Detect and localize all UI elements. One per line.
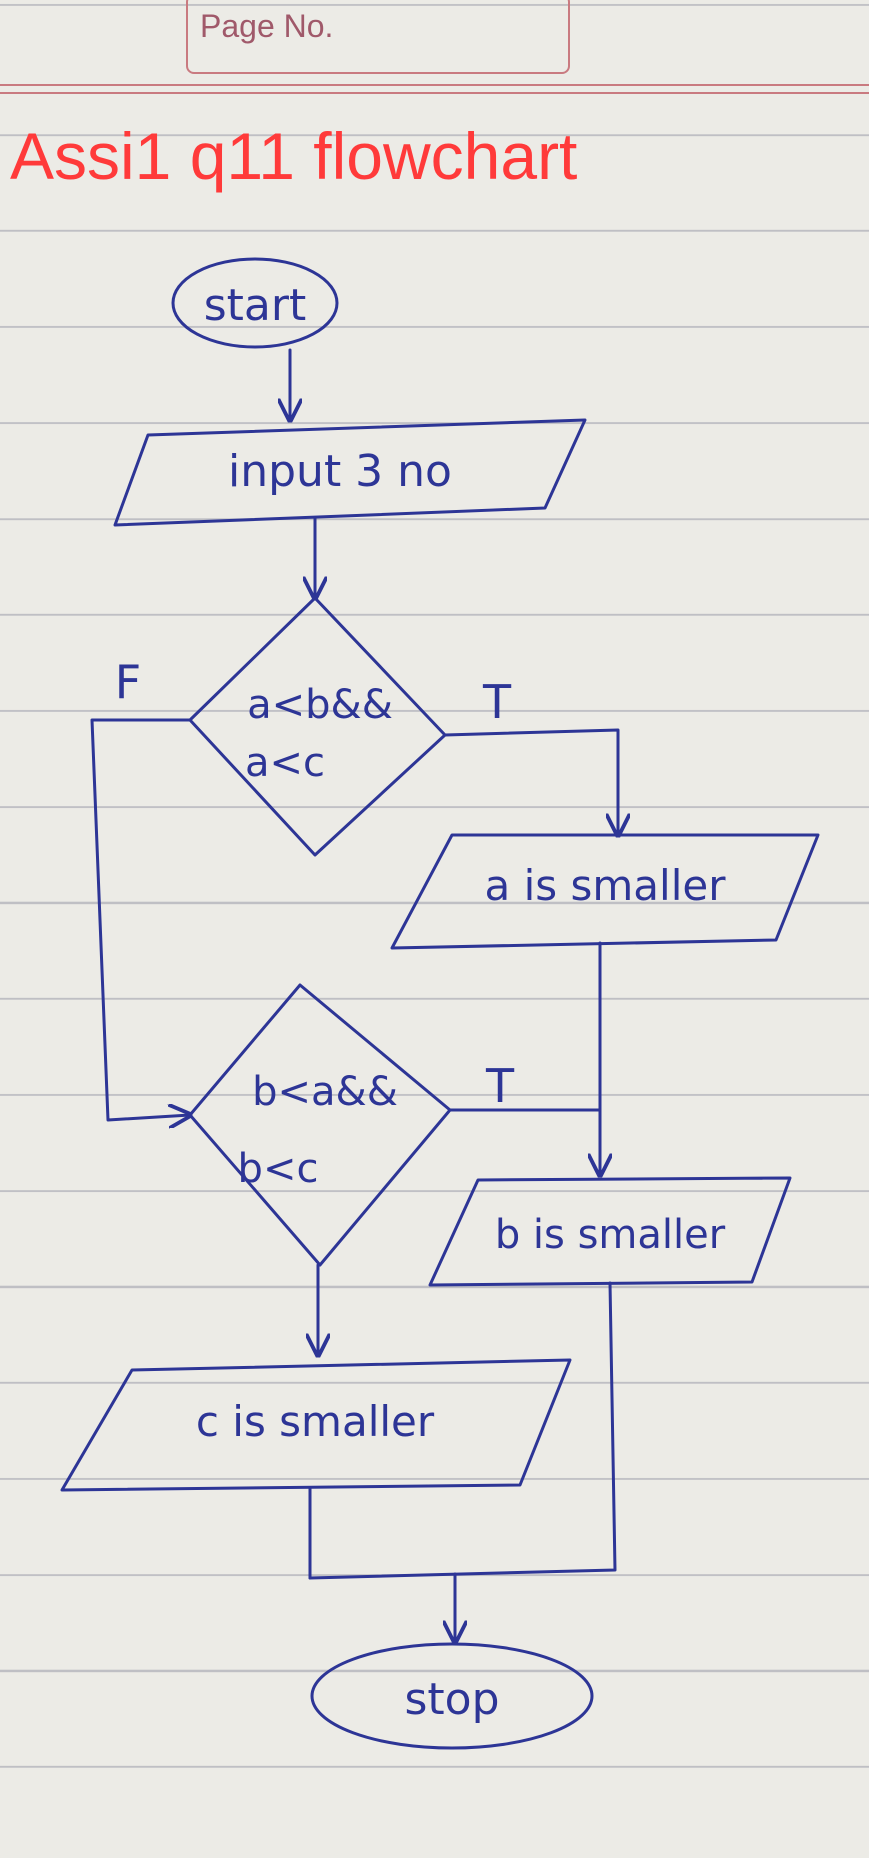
page-number-box <box>186 0 570 74</box>
input-label: input 3 no <box>228 446 452 497</box>
stop-terminal <box>310 1642 594 1750</box>
flowchart-title: Assi1 q11 flowchart <box>10 119 578 193</box>
decision1-line1: a<b&& <box>247 682 393 728</box>
decision2-true-label: T <box>485 1059 515 1113</box>
output-a-label: a is smaller <box>485 861 727 910</box>
stop-label: stop <box>404 1674 499 1725</box>
arrow-decision1-true <box>443 728 618 835</box>
decision2-line1: b<a&& <box>252 1069 398 1115</box>
output-b-label: b is smaller <box>495 1212 726 1258</box>
input-parallelogram <box>113 418 587 527</box>
page-header-rule <box>0 84 869 94</box>
page-number-label: Page No. <box>200 8 334 44</box>
output-b-parallelogram <box>428 1176 792 1287</box>
output-a-parallelogram <box>390 833 820 950</box>
decision2-diamond <box>188 983 452 1267</box>
arrow-decision1-false <box>90 718 190 1120</box>
decision1-line2: a<c <box>245 740 325 786</box>
decision1-true-label: T <box>482 675 512 729</box>
arrow-output-b-down <box>308 1281 617 1580</box>
start-terminal <box>171 257 339 349</box>
start-label: start <box>204 280 306 331</box>
output-c-label: c is smaller <box>196 1397 435 1446</box>
decision2-line2: b<c <box>238 1146 319 1192</box>
decision1-diamond <box>188 596 447 857</box>
output-c-parallelogram <box>60 1358 572 1492</box>
decision1-false-label: F <box>115 655 141 709</box>
